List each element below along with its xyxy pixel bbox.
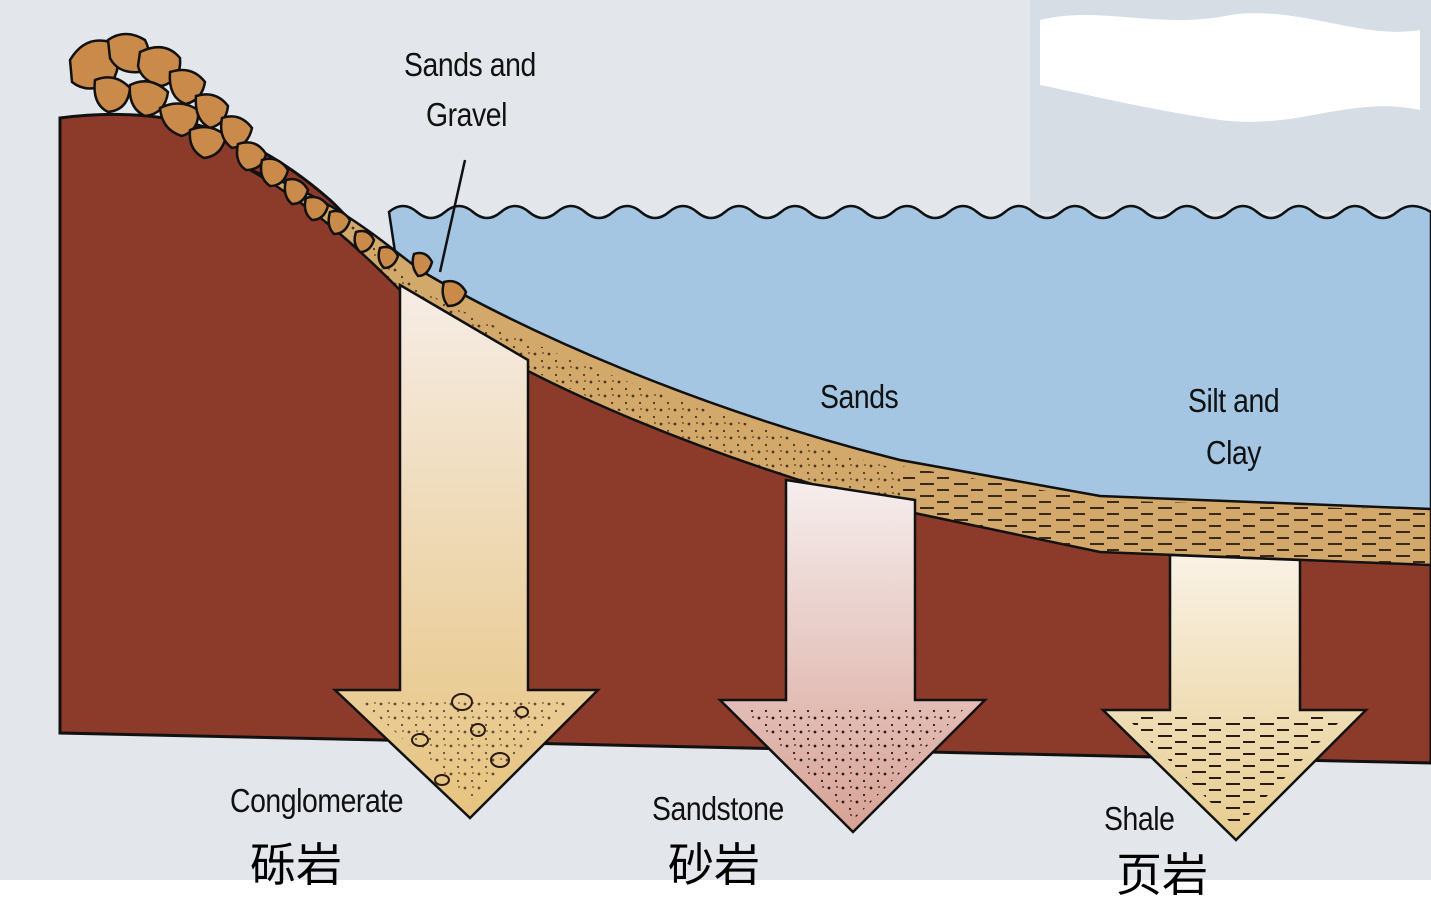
conglomerate-dots bbox=[360, 700, 570, 800]
zone-label-gravel-line1: Sands and bbox=[404, 46, 536, 83]
rock-label-zh-shale: 页岩 bbox=[1116, 848, 1208, 902]
silt-clay-texture bbox=[900, 466, 1431, 565]
gravel-pointer-line bbox=[438, 159, 467, 273]
zone-label-gravel-line2: Gravel bbox=[426, 96, 508, 133]
rock-label-conglomerate: Conglomerate bbox=[230, 782, 404, 819]
rock-label-zh-conglomerate: 砾岩 bbox=[250, 838, 342, 892]
cloud-shape bbox=[1040, 13, 1420, 122]
sand-texture bbox=[330, 200, 900, 510]
water-body bbox=[387, 204, 1431, 514]
sandstone-dots bbox=[740, 708, 965, 820]
zone-label-mud-line1: Silt and bbox=[1188, 382, 1280, 419]
boulder-cluster bbox=[68, 32, 468, 308]
bottom-margin bbox=[0, 880, 1431, 911]
arrow-shale bbox=[1099, 553, 1370, 842]
zone-label-mud-line2: Clay bbox=[1206, 434, 1262, 471]
zone-label-sand: Sands bbox=[820, 378, 899, 415]
rock-label-sandstone: Sandstone bbox=[652, 790, 784, 827]
arrow-conglomerate bbox=[331, 282, 602, 820]
rock-label-zh-sandstone: 砂岩 bbox=[668, 838, 760, 892]
shale-dashes bbox=[1125, 716, 1345, 828]
rock-label-shale: Shale bbox=[1104, 800, 1175, 837]
